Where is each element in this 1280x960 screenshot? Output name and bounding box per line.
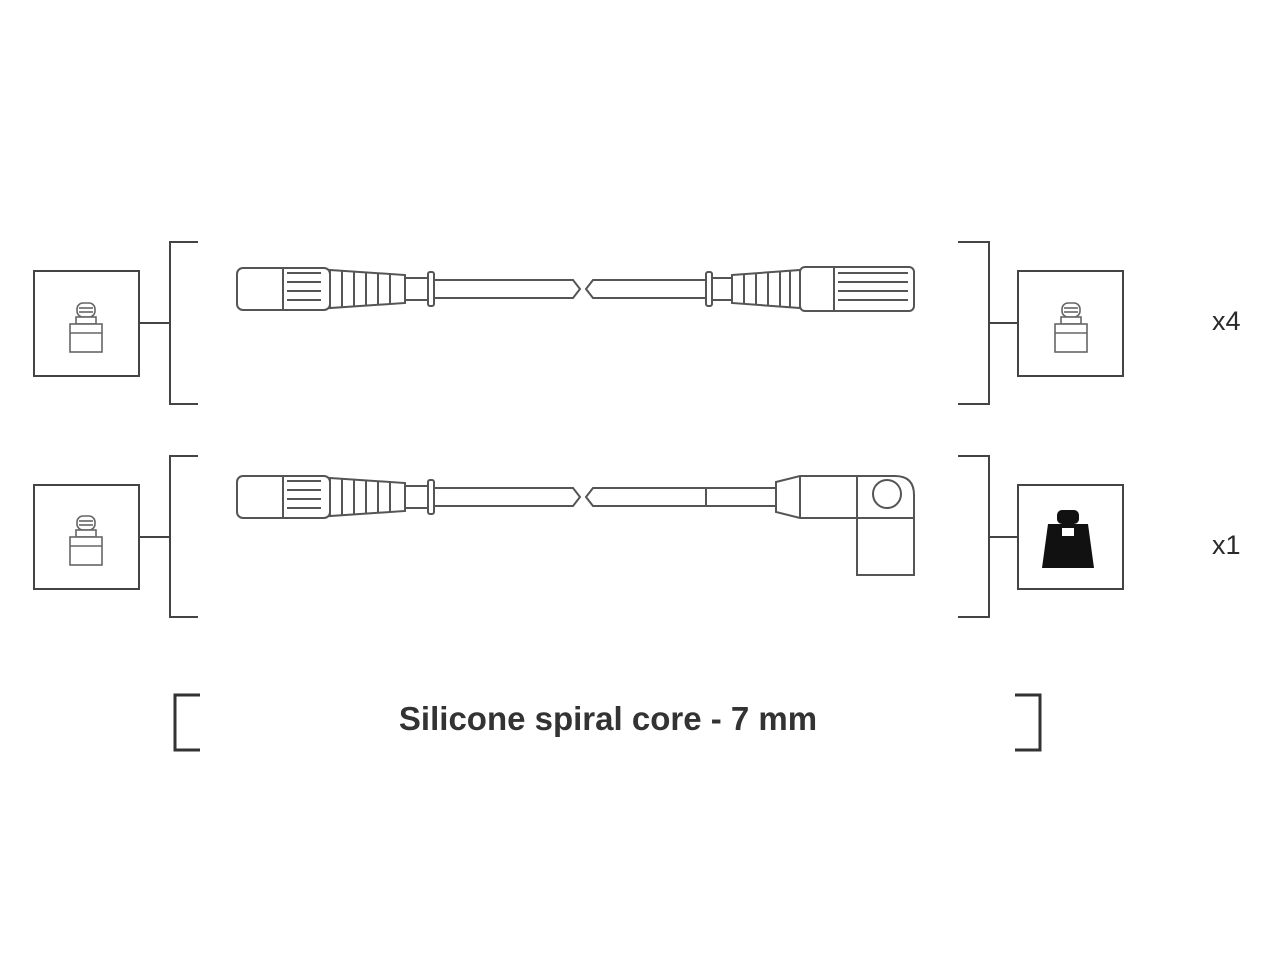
right-connector-box-row-2 bbox=[989, 484, 1124, 590]
left-bracket-row-2 bbox=[169, 455, 198, 618]
quantity-label-row-1: x4 bbox=[1212, 306, 1241, 336]
right-bracket-row-1 bbox=[958, 241, 990, 405]
caption-bracket-left bbox=[173, 693, 200, 752]
right-connector-box-row-1 bbox=[989, 270, 1124, 377]
caption-bracket-right bbox=[1015, 693, 1042, 752]
right-bracket-row-2 bbox=[958, 455, 990, 618]
straight-cable-row-1 bbox=[236, 266, 915, 312]
left-connector-box-row-1 bbox=[33, 270, 170, 377]
cable-spec-caption: Silicone spiral core - 7 mm bbox=[398, 700, 818, 737]
quantity-label-row-2: x1 bbox=[1212, 530, 1241, 560]
angled-cable-row-2 bbox=[236, 475, 915, 576]
cable-row-1 bbox=[33, 241, 1124, 405]
left-connector-box-row-2 bbox=[33, 484, 170, 590]
cable-row-2 bbox=[33, 455, 1124, 618]
left-bracket-row-1 bbox=[169, 241, 198, 405]
